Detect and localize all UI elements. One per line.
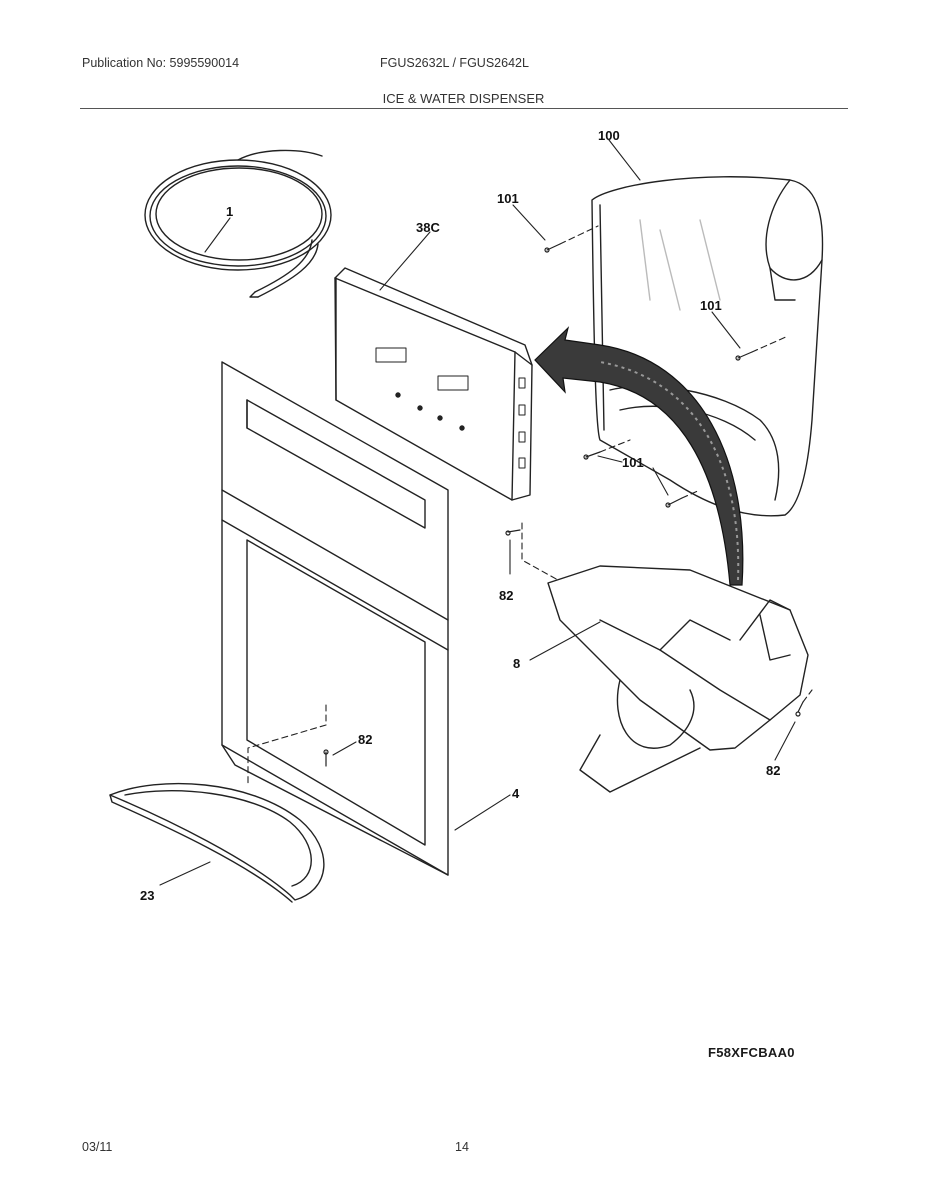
- callout-screw-right-low: 82: [766, 763, 780, 778]
- frame-part: [221, 361, 449, 876]
- callout-dispenser-assembly: 8: [513, 656, 520, 671]
- control-board-part: [334, 267, 533, 501]
- callout-frame: 4: [512, 786, 520, 801]
- screws: [323, 243, 804, 767]
- callout-screw-lower: 101: [622, 455, 644, 470]
- dispenser-assembly-part: [547, 565, 809, 793]
- callout-drip-tray: 23: [140, 888, 154, 903]
- alignment-lines: [247, 225, 813, 786]
- callout-screw-right: 101: [700, 298, 722, 313]
- callout-control-board: 38C: [416, 220, 440, 235]
- leader-lines: [159, 139, 796, 886]
- page-number: 14: [455, 1140, 469, 1154]
- callout-housing: 100: [598, 128, 620, 143]
- callout-screw-mid: 82: [499, 588, 513, 603]
- tube-coil-part: [144, 149, 332, 298]
- model-numbers: FGUS2632L / FGUS2642L: [380, 56, 529, 70]
- drip-tray-part: [109, 782, 325, 903]
- publication-number: Publication No: 5995590014: [82, 56, 240, 70]
- callout-screw-top: 101: [497, 191, 519, 206]
- insertion-arrow: [534, 326, 744, 586]
- callout-tube: 1: [226, 204, 233, 219]
- callout-screw-frame: 82: [358, 732, 372, 747]
- drawing-code: F58XFCBAA0: [708, 1045, 795, 1060]
- header-rule: [80, 108, 848, 109]
- footer-date: 03/11: [82, 1140, 113, 1154]
- section-title: ICE & WATER DISPENSER: [382, 91, 545, 106]
- housing-part: [591, 176, 824, 517]
